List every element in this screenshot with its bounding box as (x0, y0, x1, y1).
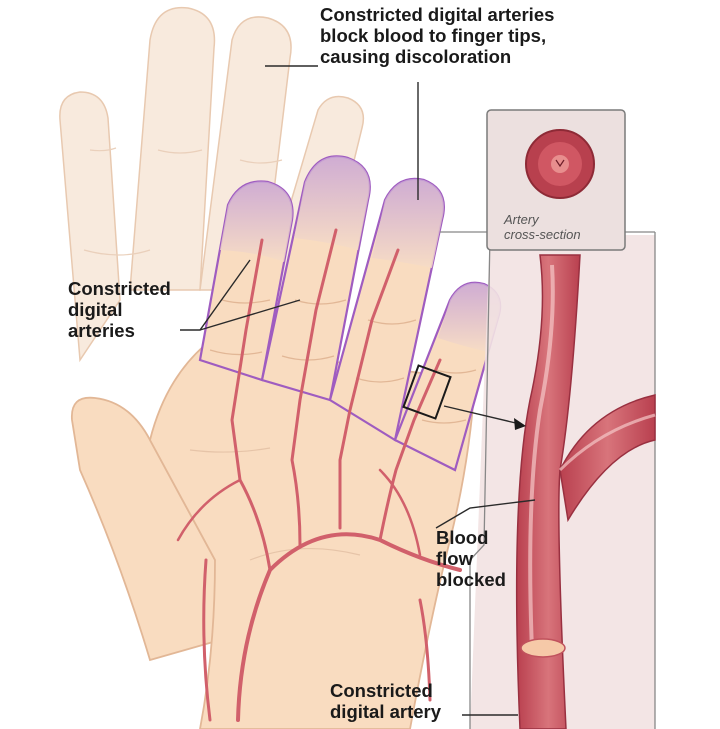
palm-arteries (176, 228, 462, 722)
inset-caption-line-1: Artery (504, 212, 539, 227)
left-callout-line-3: arteries (68, 320, 135, 341)
top-callout: Constricted digital arteries block blood… (320, 4, 554, 67)
inset-caption: Artery cross-section (504, 212, 581, 242)
top-callout-line-2: block blood to finger tips, (320, 25, 547, 46)
main-hand (71, 155, 502, 729)
top-callout-line-1: Constricted digital arteries (320, 4, 555, 25)
leader-lines (180, 65, 536, 716)
bottom-callout-line-1: Constricted (330, 680, 433, 701)
zoom-region (402, 364, 452, 420)
top-callout-line-3: causing discoloration (320, 46, 512, 67)
left-callout-line-2: digital (68, 299, 123, 320)
blood-flow-callout: Blood flow blocked (436, 527, 506, 590)
artery-cross-section-inset (486, 109, 626, 251)
left-callout-line-1: Constricted (68, 278, 171, 299)
bottom-callout-line-2: digital artery (330, 701, 442, 722)
blood-flow-line-3: blocked (436, 569, 506, 590)
bottom-callout: Constricted digital artery (330, 680, 441, 722)
arrow-head (514, 418, 526, 430)
blood-flow-line-1: Blood (436, 527, 489, 548)
blood-flow-line-2: flow (436, 548, 473, 569)
artery-closeup (440, 231, 656, 729)
inset-caption-line-2: cross-section (504, 227, 581, 242)
left-callout: Constricted digital arteries (68, 278, 171, 341)
